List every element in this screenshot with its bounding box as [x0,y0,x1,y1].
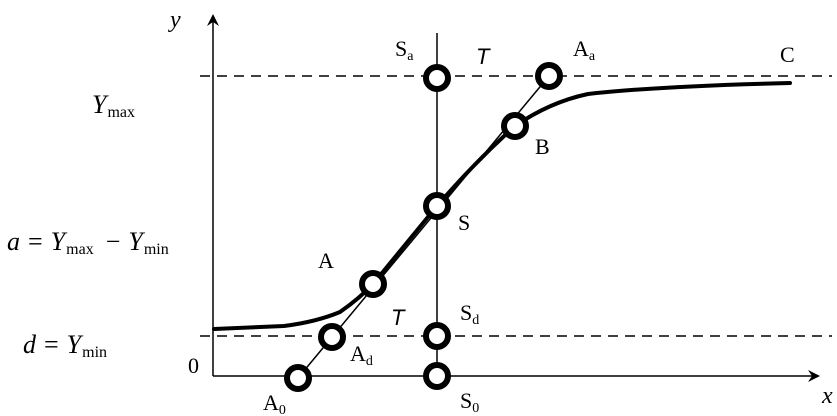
marker-sa [423,64,451,92]
label-a0: A0 [263,390,286,416]
amplitude-equation: a = Ymax − Ymin [7,227,169,258]
tangent-label-upper: T [476,44,491,69]
point-markers [284,62,563,392]
marker-ad [318,323,346,351]
marker-s [423,192,451,220]
marker-a0 [284,364,312,392]
marker-sd [423,322,451,350]
sigmoid-curve [212,81,792,331]
tangent-label-lower: T [391,305,406,330]
marker-s0 [423,362,451,390]
label-sd: Sd [460,300,479,328]
label-a: A [318,248,334,273]
label-b: B [535,134,550,159]
label-ad: Ad [350,341,373,369]
marker-a [359,270,387,298]
marker-b [501,112,529,140]
dmin-equation: d = Ymin [23,330,107,361]
label-sa: Sa [395,36,414,64]
marker-aa [535,62,563,90]
label-c: C [780,42,795,67]
origin-label: 0 [188,353,199,378]
ymax-label: Ymax [92,90,135,121]
label-s: S [458,210,470,235]
label-s0: S0 [460,388,479,416]
x-axis-label: x [821,383,833,409]
label-aa: Aa [573,36,596,64]
y-axis-label: y [168,7,181,33]
